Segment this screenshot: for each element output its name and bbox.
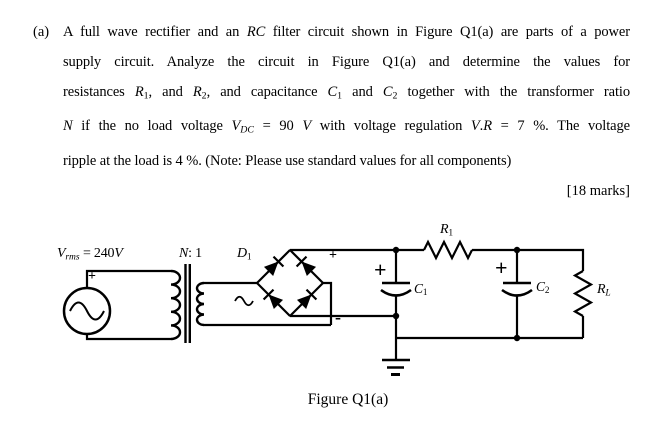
label-load-rl: RL (597, 282, 611, 299)
primary-coil (170, 269, 182, 341)
capacitor-c2 (501, 250, 533, 338)
secondary-coil (195, 281, 205, 327)
transformer (170, 264, 333, 343)
junction-dot (513, 334, 521, 342)
output-network (290, 239, 594, 376)
question-line-5: ripple at the load is 4 %. (Note: Please… (63, 152, 512, 169)
polarity-plus-c2: + (495, 255, 508, 280)
figure-caption: Figure Q1(a) (307, 391, 389, 408)
resistor-rl (572, 270, 594, 338)
junction-dot (513, 246, 521, 254)
ac-source (62, 269, 171, 341)
diode-icon (250, 276, 297, 323)
question-line-1: A full wave rectifier and an RC filter c… (63, 24, 630, 40)
question-line-2: supply circuit. Analyze the circuit in F… (63, 54, 630, 70)
label-turns-ratio: N: 1 (179, 246, 202, 261)
capacitor-c1 (380, 250, 412, 360)
diode-icon (250, 243, 297, 290)
question-block: (a) A full wave rectifier and an RC filt… (33, 17, 630, 176)
resistor-r1 (423, 239, 473, 261)
polarity-plus-c1: + (374, 257, 387, 282)
ac-wave-icon (234, 295, 254, 307)
label-capacitor-c2: C2 (536, 279, 550, 296)
junction-dot (392, 246, 400, 254)
question-line-3: resistances R1, and R2, and capacitance … (63, 84, 631, 102)
junction-dot (392, 312, 400, 320)
diode-icon (283, 243, 330, 290)
label-capacitor-c1: C1 (414, 281, 428, 298)
polarity-minus-bridge: - (335, 307, 341, 327)
marks-label: [18 marks] (566, 183, 630, 199)
polarity-plus-bridge: + (329, 248, 337, 263)
question-item-label: (a) (33, 24, 50, 40)
label-resistor-r1: R1 (440, 222, 454, 239)
ground-symbol (382, 358, 410, 376)
polarity-plus-source: + (88, 269, 96, 284)
bridge-rectifier (234, 243, 330, 323)
question-line-4: N if the no load voltage VDC = 90 V with… (63, 118, 630, 136)
label-diode-d1: D1 (237, 246, 252, 263)
label-source-voltage: Vrms = 240V (57, 246, 123, 263)
question-text: A full wave rectifier and an RC filter c… (63, 17, 630, 176)
diode-icon (283, 276, 330, 323)
